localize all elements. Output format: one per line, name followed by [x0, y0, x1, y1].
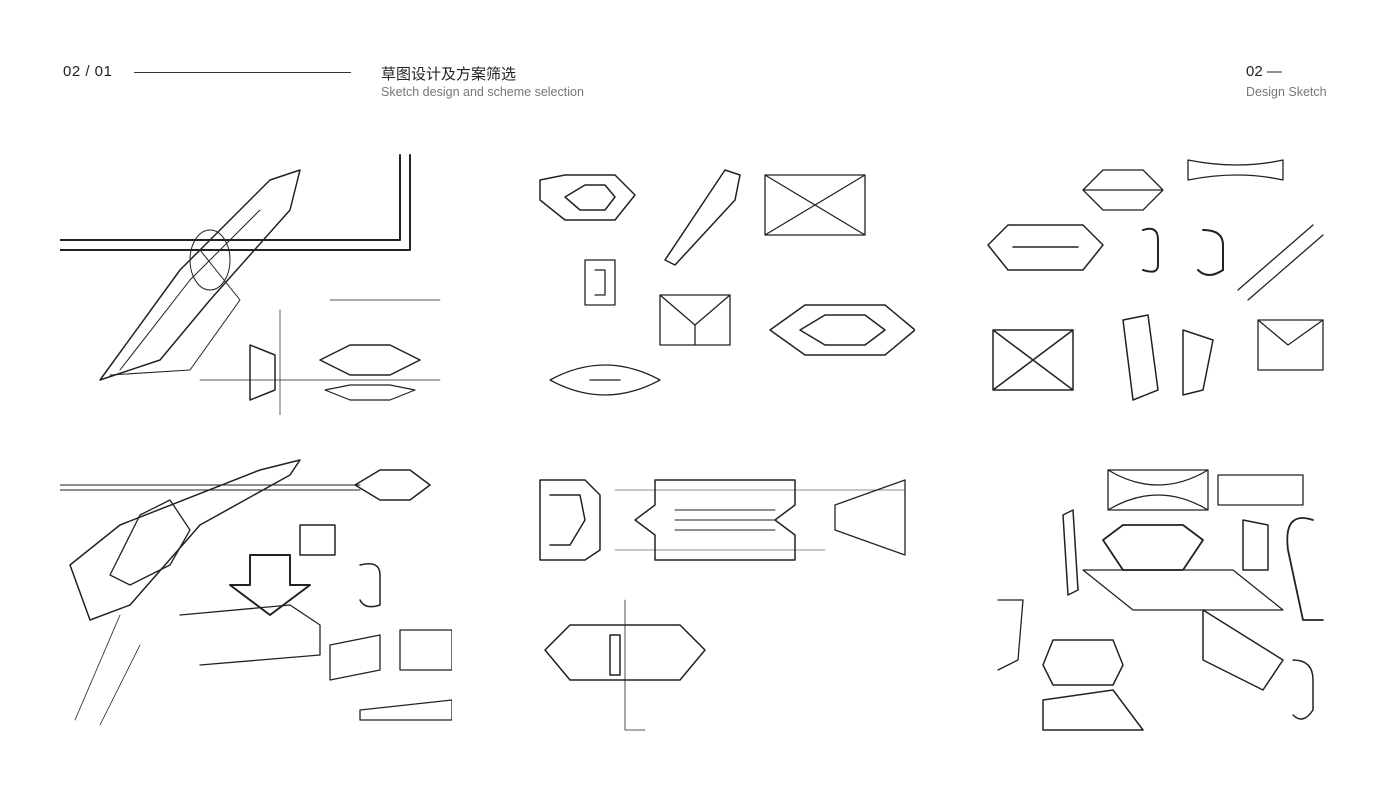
sketch-panel-5 [525, 460, 915, 740]
sketch-panel-2 [525, 150, 915, 420]
sketch-panel-4 [60, 455, 452, 730]
sketch-panel-1 [60, 150, 452, 415]
header-divider [134, 72, 351, 73]
section-number: 02 — [1246, 63, 1282, 80]
page-title-en: Sketch design and scheme selection [381, 85, 584, 99]
page-indicator: 02 / 01 [63, 63, 113, 80]
sketch-panel-3 [983, 150, 1333, 415]
sketch-panel-6 [983, 460, 1333, 735]
section-name: Design Sketch [1246, 85, 1327, 99]
page-title-cn: 草图设计及方案筛选 [381, 66, 517, 83]
